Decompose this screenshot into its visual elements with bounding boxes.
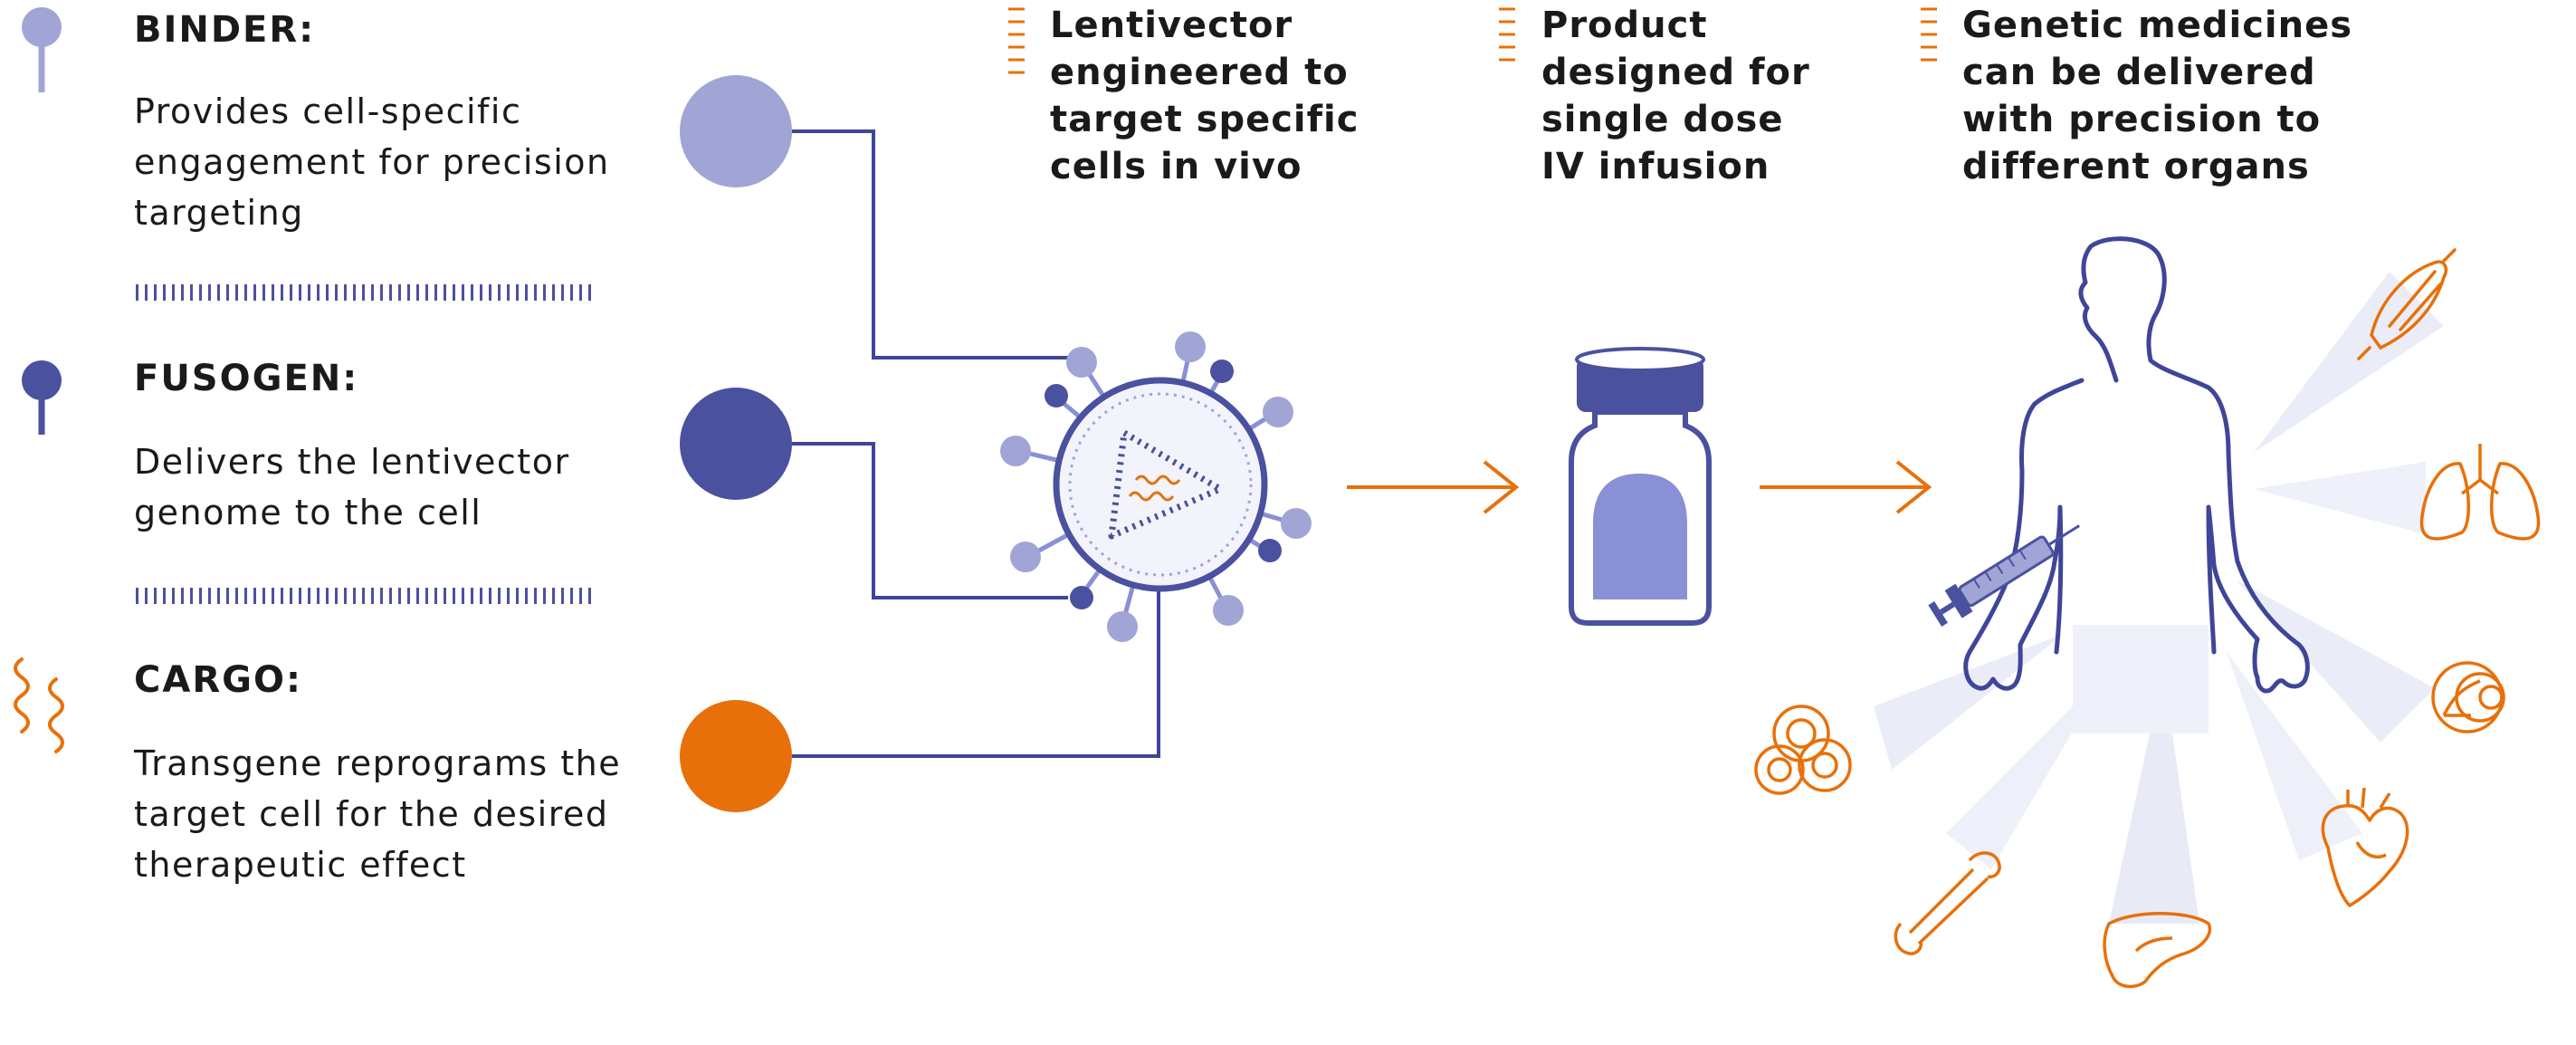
fusogen-desc-line-1: Delivers the lentivector	[134, 442, 570, 482]
cargo-rna-icon	[14, 657, 64, 753]
step-1-line-1: Lentivector	[1050, 5, 1293, 46]
step-2-line-2: designed for	[1541, 52, 1810, 93]
eye-icon	[2431, 661, 2505, 733]
heart-icon	[2321, 787, 2409, 907]
step-marker-2	[1499, 7, 1515, 62]
step-2-line-3: single dose	[1541, 99, 1784, 140]
separator-1	[134, 284, 591, 301]
binder-desc-line-1: Provides cell-specific	[134, 91, 522, 131]
separator-2	[134, 588, 591, 604]
human-body-icon	[1963, 236, 2310, 694]
step-3-line-2: can be delivered	[1962, 52, 2316, 93]
bone-icon	[1894, 851, 2001, 955]
lungs-icon	[2419, 444, 2541, 541]
cargo-desc-line-1: Transgene reprograms the	[134, 743, 622, 783]
binder-circle	[680, 75, 792, 187]
fusogen-title: FUSOGEN:	[134, 358, 359, 399]
binder-pin-icon	[22, 7, 62, 92]
cargo-title: CARGO:	[134, 659, 302, 701]
step-2-line-1: Product	[1541, 5, 1708, 46]
step-marker-3	[1921, 7, 1937, 62]
step-1-line-3: target specific	[1050, 99, 1360, 140]
vial-icon	[1569, 347, 1712, 626]
fusogen-desc-line-2: genome to the cell	[134, 493, 482, 532]
cargo-desc-line-3: therapeutic effect	[134, 845, 467, 885]
fusogen-circle	[680, 388, 792, 500]
syringe-icon	[1928, 524, 2081, 628]
binder-title: BINDER:	[134, 9, 316, 51]
binder-desc-line-3: targeting	[134, 193, 304, 233]
step-3-line-4: different organs	[1962, 146, 2310, 187]
arrow-right-icon-2	[1760, 460, 1932, 514]
fusogen-pin-icon	[22, 360, 62, 435]
binder-desc-line-2: engagement for precision	[134, 142, 610, 182]
cargo-desc-line-2: target cell for the desired	[134, 794, 609, 834]
step-3-line-1: Genetic medicines	[1962, 5, 2353, 46]
arrow-right-icon	[1347, 460, 1520, 514]
lentivector-particle-icon	[1000, 331, 1312, 642]
step-2-line-4: IV infusion	[1541, 146, 1770, 187]
step-marker-1	[1008, 7, 1025, 74]
step-1-line-4: cells in vivo	[1050, 146, 1302, 187]
muscle-icon	[2357, 248, 2457, 360]
body-rays	[1874, 272, 2444, 924]
connector-lines	[792, 129, 1160, 758]
cargo-circle	[680, 700, 792, 812]
step-3-line-3: with precision to	[1962, 99, 2322, 140]
liver-icon	[2103, 912, 2212, 989]
blood-cells-icon	[1754, 705, 1852, 795]
step-1-line-2: engineered to	[1050, 52, 1349, 93]
